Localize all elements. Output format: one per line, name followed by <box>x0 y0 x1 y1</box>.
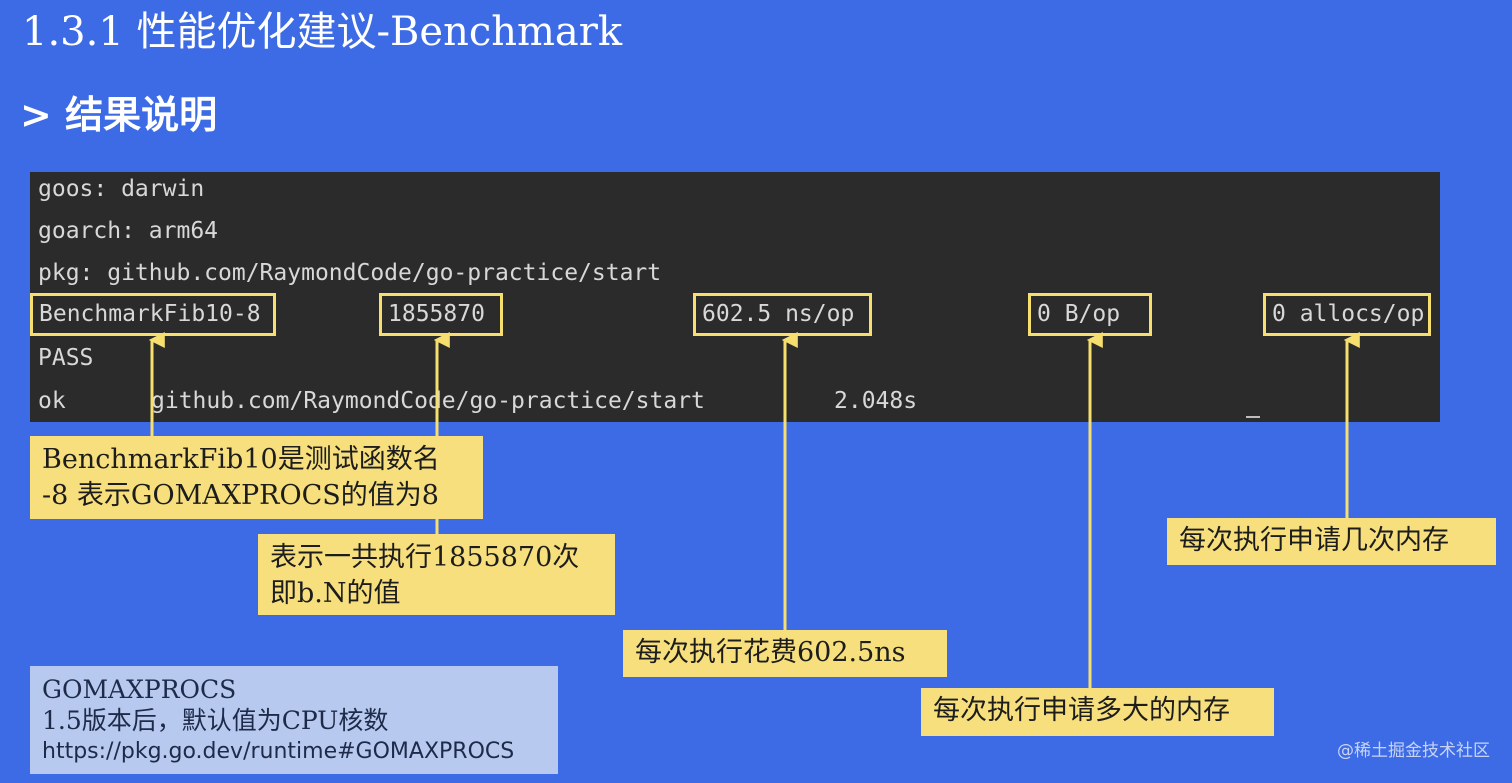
note-benchmark-name-line1: BenchmarkFib10是测试函数名 <box>42 444 440 475</box>
note-benchmark-name: BenchmarkFib10是测试函数名 -8 表示GOMAXPROCS的值为8 <box>30 436 483 519</box>
note-bytes-per-op: 每次执行申请多大的内存 <box>921 688 1274 736</box>
info-default-value: 1.5版本后，默认值为CPU核数 <box>42 706 389 735</box>
ok-status: ok <box>38 388 66 414</box>
note-iterations-line2: 即b.N的值 <box>270 578 401 609</box>
terminal-output: goos: darwin goarch: arm64 pkg: github.c… <box>30 172 1440 422</box>
note-allocs-per-op: 每次执行申请几次内存 <box>1167 518 1496 565</box>
note-benchmark-name-line2: -8 表示GOMAXPROCS的值为8 <box>42 480 439 511</box>
slide-title: 1.3.1 性能优化建议-Benchmark <box>22 9 623 55</box>
note-iterations: 表示一共执行1855870次 即b.N的值 <box>258 534 615 615</box>
info-heading: GOMAXPROCS <box>42 675 237 704</box>
slide-subtitle: > 结果说明 <box>20 92 218 137</box>
benchmark-name-highlight: BenchmarkFib10-8 <box>30 293 276 336</box>
ok-duration: 2.048s <box>834 388 918 414</box>
terminal-line-goos: goos: darwin <box>38 176 205 202</box>
watermark: @稀土掘金技术社区 <box>1337 741 1490 761</box>
note-ns-per-op: 每次执行花费602.5ns <box>623 630 947 677</box>
terminal-line-pkg: pkg: github.com/RaymondCode/go-practice/… <box>38 260 662 286</box>
ok-package: github.com/RaymondCode/go-practice/start <box>151 388 705 414</box>
terminal-line-pass: PASS <box>38 345 94 371</box>
terminal-cursor <box>1246 416 1260 418</box>
terminal-line-goarch: goarch: arm64 <box>38 218 219 244</box>
note-iterations-line1: 表示一共执行1855870次 <box>270 542 580 573</box>
allocs-per-op-highlight: 0 allocs/op <box>1263 293 1431 336</box>
gomaxprocs-info-box: GOMAXPROCS 1.5版本后，默认值为CPU核数 https://pkg.… <box>30 666 558 774</box>
info-docs-link[interactable]: https://pkg.go.dev/runtime#GOMAXPROCS <box>42 739 515 764</box>
